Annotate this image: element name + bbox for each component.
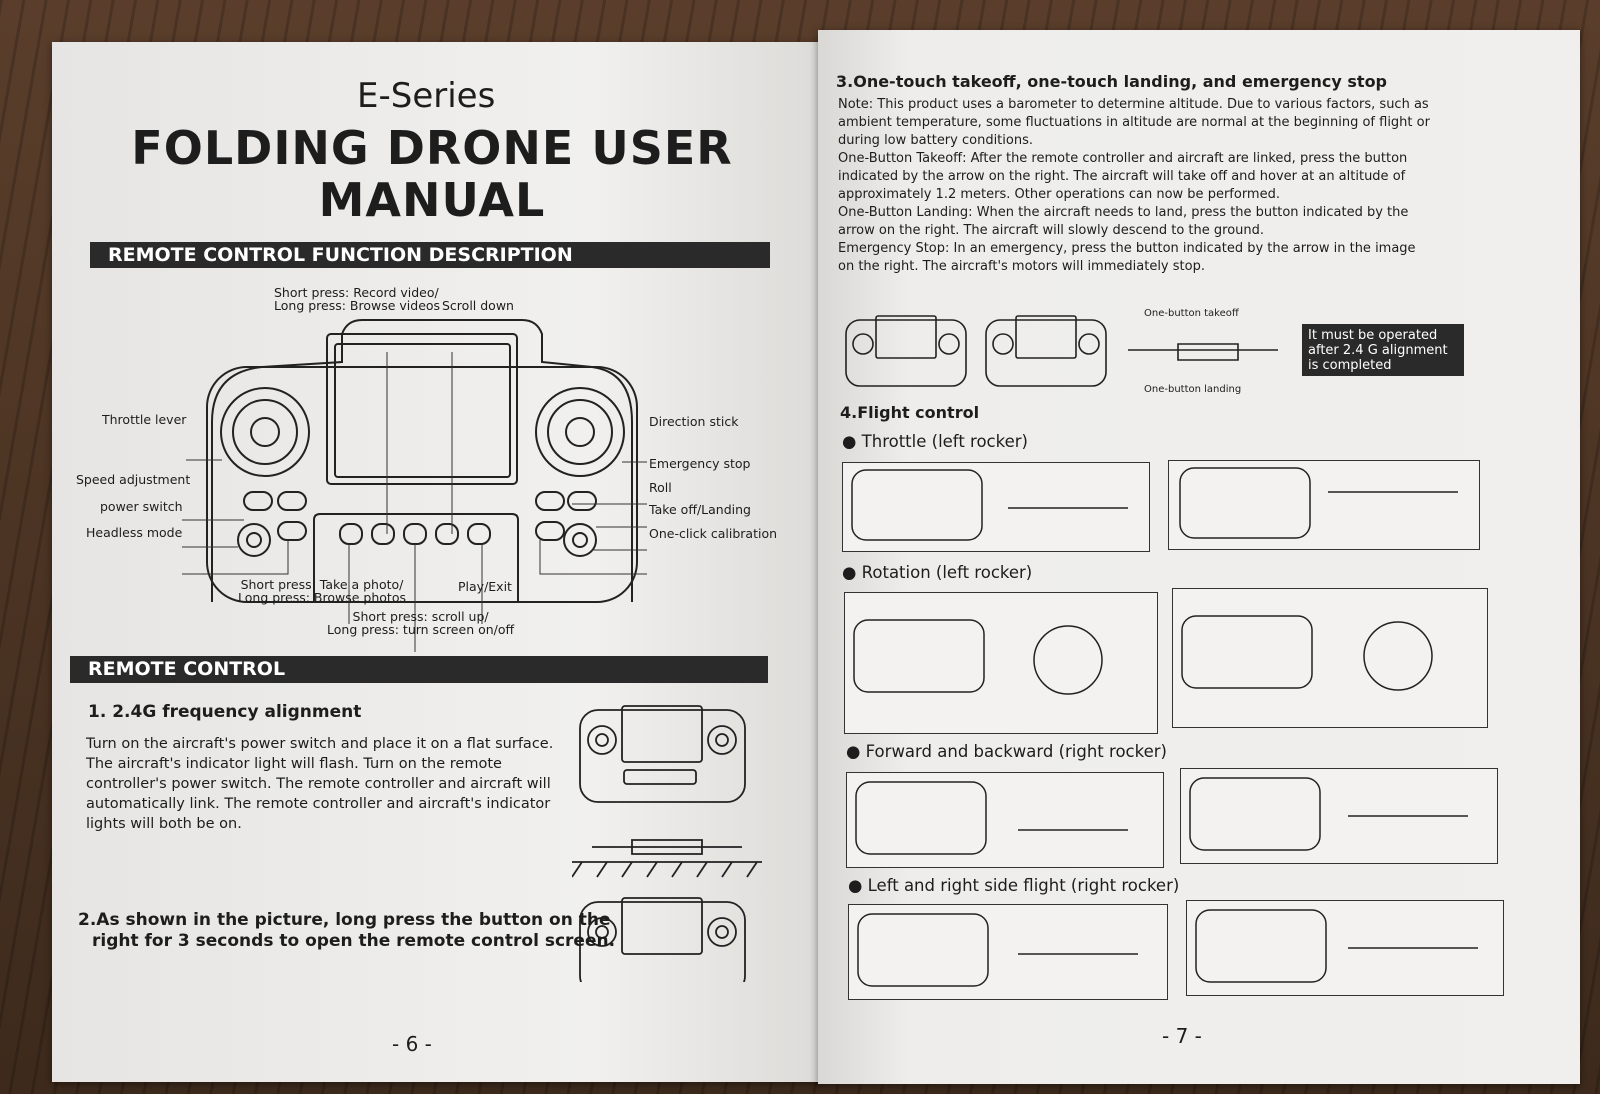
- section3-title: 3.One-touch takeoff, one-touch landing, …: [836, 72, 1388, 91]
- label-scroll-down: Scroll down: [442, 298, 514, 313]
- label-one-button-takeoff: One-button takeoff: [1144, 308, 1239, 319]
- page-number-right: - 7 -: [1162, 1024, 1202, 1048]
- bullet-forward-backward: ● Forward and backward (right rocker): [846, 742, 1167, 761]
- label-take-photo: Short press: Take a photo/ Long press: B…: [238, 577, 406, 605]
- takeoff-landing-illustration: [845, 315, 1278, 387]
- section-header-function: REMOTE CONTROL FUNCTION DESCRIPTION: [90, 242, 770, 268]
- bullet-rotation: ● Rotation (left rocker): [842, 563, 1033, 582]
- label-scroll-up: Short press: scroll up/ Long press: turn…: [327, 609, 515, 637]
- series-title: E-Series: [357, 76, 496, 116]
- manual-title-line1: FOLDING DRONE USER: [131, 121, 733, 175]
- manual-title-line2: MANUAL: [318, 173, 546, 227]
- label-one-click-calibration: One-click calibration: [649, 526, 778, 541]
- label-record-video: Short press: Record video/ Long press: B…: [274, 285, 441, 313]
- forward-panel: [846, 772, 1164, 868]
- label-takeoff-landing: Take off/Landing: [649, 502, 751, 517]
- throttle-up-panel: [842, 462, 1150, 552]
- bullet-throttle: ● Throttle (left rocker): [842, 432, 1028, 451]
- label-power-switch: power switch: [100, 499, 183, 514]
- rotation-left-panel: [844, 592, 1158, 734]
- section4-title: 4.Flight control: [840, 403, 980, 422]
- label-play-exit: Play/Exit: [458, 579, 512, 594]
- step1-text: Turn on the aircraft's power switch and …: [86, 736, 554, 832]
- label-direction-stick: Direction stick: [649, 414, 739, 429]
- flight-control-illustrations: [851, 467, 1478, 987]
- manual-title: FOLDING DRONE USER MANUAL: [92, 122, 772, 226]
- throttle-down-panel: [1168, 460, 1480, 550]
- label-speed-adjustment: Speed adjustment: [76, 472, 191, 487]
- label-one-button-landing: One-button landing: [1144, 384, 1242, 395]
- right-page: 3.One-touch takeoff, one-touch landing, …: [818, 30, 1580, 1084]
- label-roll: Roll: [649, 480, 672, 495]
- side-left-panel: [848, 904, 1168, 1000]
- controller-drone-illustration: [572, 705, 762, 982]
- rotation-right-panel: [1172, 588, 1488, 728]
- step2-text: 2.As shown in the picture, long press th…: [78, 910, 616, 951]
- section3-paragraph: Note: This product uses a barometer to d…: [838, 97, 1430, 274]
- label-emergency-stop: Emergency stop: [649, 456, 751, 471]
- label-headless-mode: Headless mode: [86, 525, 183, 540]
- alignment-note-box: It must be operated after 2.4 G alignmen…: [1302, 324, 1464, 376]
- left-page: E-Series FOLDING DRONE USER MANUAL REMOT…: [52, 42, 824, 1082]
- bullet-side-flight: ● Left and right side flight (right rock…: [848, 876, 1180, 895]
- label-throttle-lever: Throttle lever: [102, 412, 187, 427]
- remote-controller-diagram: [182, 319, 647, 652]
- page-number-left: - 6 -: [392, 1032, 432, 1056]
- step1-title: 1. 2.4G frequency alignment: [88, 702, 362, 722]
- section-header-remote-control: REMOTE CONTROL: [70, 656, 768, 683]
